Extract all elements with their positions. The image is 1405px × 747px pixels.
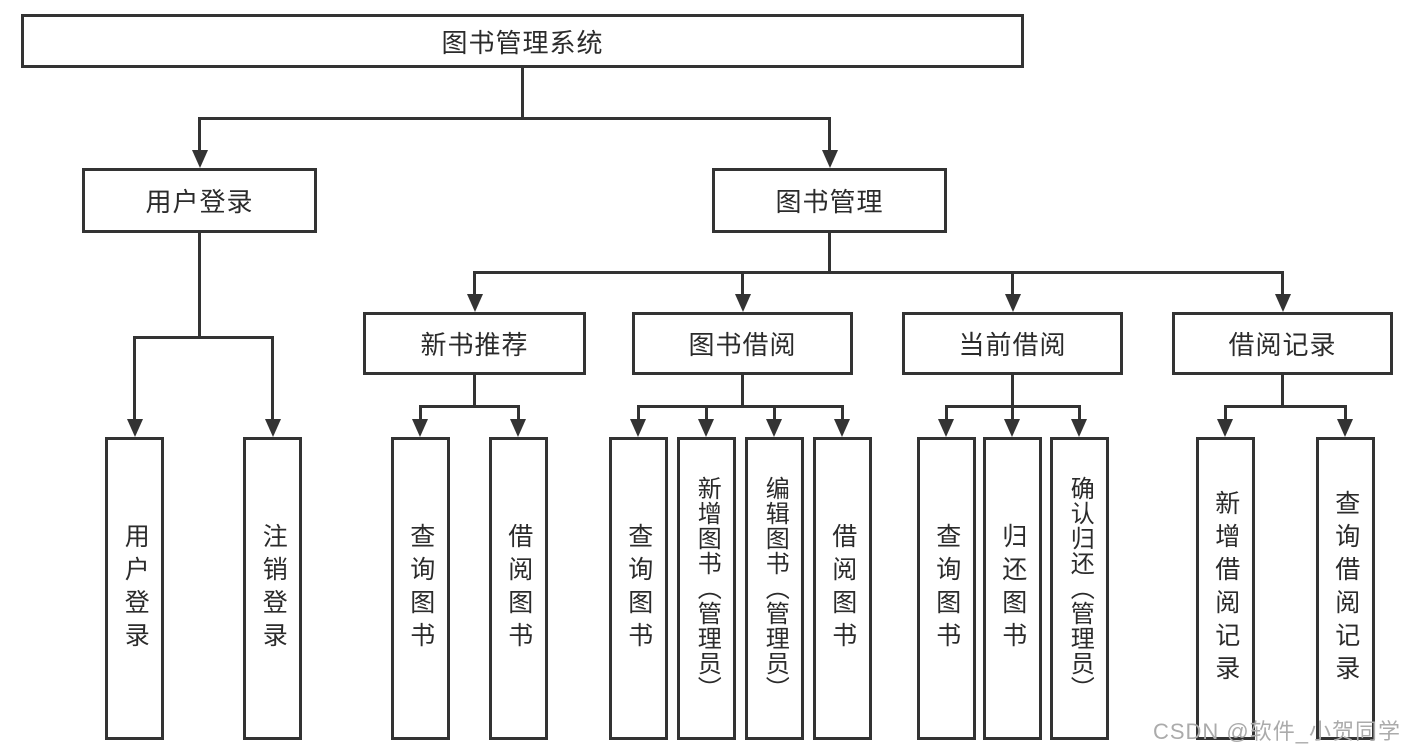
connector-login-child1-shaft <box>133 336 136 421</box>
node-current-borrowing: 当前借阅 <box>902 312 1123 375</box>
connector-borrowing-shaft <box>741 271 744 296</box>
node-borrow-records-label: 借阅记录 <box>1228 330 1337 360</box>
leaf-borrowing-add-admin: 新增图书（管理员） <box>676 437 736 740</box>
leaf-borrowing-edit-admin-label: 编辑图书（管理员） <box>761 476 789 701</box>
arrowhead-g1-c2 <box>510 419 526 437</box>
leaf-borrowing-query-label: 查询图书 <box>624 522 653 655</box>
node-new-books: 新书推荐 <box>363 312 586 375</box>
node-book-mgmt: 图书管理 <box>712 168 947 233</box>
connector-g4-horizontal <box>1223 405 1347 408</box>
connector-g2-c3-shaft <box>772 405 776 421</box>
connector-g3-c1-shaft <box>944 405 948 421</box>
arrowhead-logout-leaf <box>264 419 281 437</box>
connector-current-shaft <box>1011 271 1014 296</box>
watermark: CSDN @软件_小贺同学 <box>1152 719 1401 744</box>
connector-g2-stem <box>741 375 744 407</box>
leaf-current-return-label: 归还图书 <box>998 522 1027 655</box>
node-user-login: 用户登录 <box>82 168 317 233</box>
arrowhead-borrowing <box>734 294 751 312</box>
arrowhead-current <box>1004 294 1021 312</box>
arrowhead-g3-c2 <box>1004 419 1020 437</box>
arrowhead-user-login <box>191 150 208 168</box>
leaf-borrowing-borrow-label: 借阅图书 <box>828 522 857 655</box>
node-book-borrowing-label: 图书借阅 <box>688 330 797 360</box>
connector-login-stem <box>198 233 201 338</box>
arrowhead-book-mgmt <box>821 150 838 168</box>
node-book-mgmt-label: 图书管理 <box>775 187 884 217</box>
connector-root-stem <box>521 68 524 118</box>
connector-g2-horizontal <box>636 405 844 408</box>
connector-g4-c2-shaft <box>1343 405 1347 421</box>
leaf-newbooks-query-label: 查询图书 <box>406 522 435 655</box>
connector-g2-c4-shaft <box>840 405 844 421</box>
leaf-current-confirm-admin: 确认归还（管理员） <box>1049 437 1109 740</box>
connector-g1-stem <box>473 375 476 407</box>
node-root-label: 图书管理系统 <box>441 27 604 58</box>
leaf-current-confirm-admin-label: 确认归还（管理员） <box>1066 476 1094 701</box>
leaf-records-add: 新增借阅记录 <box>1195 437 1255 740</box>
connector-g1-horizontal <box>418 405 520 408</box>
node-root: 图书管理系统 <box>21 14 1024 68</box>
leaf-current-return: 归还图书 <box>982 437 1042 740</box>
connector-g3-c3-shaft <box>1077 405 1081 421</box>
node-user-login-label: 用户登录 <box>145 187 254 217</box>
connector-g2-c2-shaft <box>704 405 708 421</box>
node-book-borrowing: 图书借阅 <box>632 312 853 375</box>
arrowhead-g2-c3 <box>766 419 782 437</box>
arrowhead-records <box>1274 294 1291 312</box>
leaf-current-query-label: 查询图书 <box>932 522 961 655</box>
leaf-borrowing-edit-admin: 编辑图书（管理员） <box>744 437 804 740</box>
connector-g3-stem <box>1011 375 1014 407</box>
leaf-borrowing-borrow: 借阅图书 <box>812 437 872 740</box>
connector-g1-c2-shaft <box>516 405 520 421</box>
connector-l1-right-shaft <box>828 117 831 152</box>
arrowhead-g1-c1 <box>412 419 428 437</box>
connector-newbooks-shaft <box>473 271 476 296</box>
arrowhead-login-leaf <box>126 419 143 437</box>
leaf-newbooks-borrow-label: 借阅图书 <box>504 522 533 655</box>
node-borrow-records: 借阅记录 <box>1172 312 1393 375</box>
leaf-records-add-label: 新增借阅记录 <box>1211 489 1240 688</box>
connector-records-shaft <box>1281 271 1284 296</box>
leaf-user-login-label: 用户登录 <box>121 522 150 655</box>
connector-g1-c1-shaft <box>418 405 422 421</box>
leaf-user-login: 用户登录 <box>105 437 164 740</box>
leaf-newbooks-borrow: 借阅图书 <box>488 437 548 740</box>
arrowhead-g4-c2 <box>1337 419 1353 437</box>
leaf-logout-label: 注销登录 <box>259 522 288 655</box>
connector-l1-horizontal <box>198 117 831 120</box>
node-current-borrowing-label: 当前借阅 <box>958 330 1067 360</box>
connector-g4-c1-shaft <box>1223 405 1227 421</box>
leaf-borrowing-add-admin-label: 新增图书（管理员） <box>693 476 721 701</box>
connector-g3-c2-shaft <box>1010 405 1014 421</box>
leaf-logout: 注销登录 <box>243 437 302 740</box>
leaf-records-query: 查询借阅记录 <box>1315 437 1375 740</box>
leaf-records-query-label: 查询借阅记录 <box>1331 489 1360 688</box>
arrowhead-newbooks <box>466 294 483 312</box>
node-new-books-label: 新书推荐 <box>420 330 529 360</box>
arrowhead-g2-c4 <box>834 419 850 437</box>
connector-g2-c1-shaft <box>636 405 640 421</box>
leaf-current-query: 查询图书 <box>916 437 976 740</box>
arrowhead-g3-c3 <box>1071 419 1087 437</box>
connector-login-child2-shaft <box>271 336 274 421</box>
connector-login-horizontal <box>133 336 274 339</box>
leaf-borrowing-query: 查询图书 <box>608 437 668 740</box>
arrowhead-g2-c1 <box>630 419 646 437</box>
connector-l3-horizontal <box>473 271 1284 274</box>
connector-g4-stem <box>1281 375 1284 407</box>
connector-mgmt-stem <box>828 233 831 274</box>
arrowhead-g4-c1 <box>1217 419 1233 437</box>
connector-l1-left-shaft <box>198 117 201 152</box>
leaf-newbooks-query: 查询图书 <box>390 437 450 740</box>
arrowhead-g3-c1 <box>938 419 954 437</box>
arrowhead-g2-c2 <box>698 419 714 437</box>
